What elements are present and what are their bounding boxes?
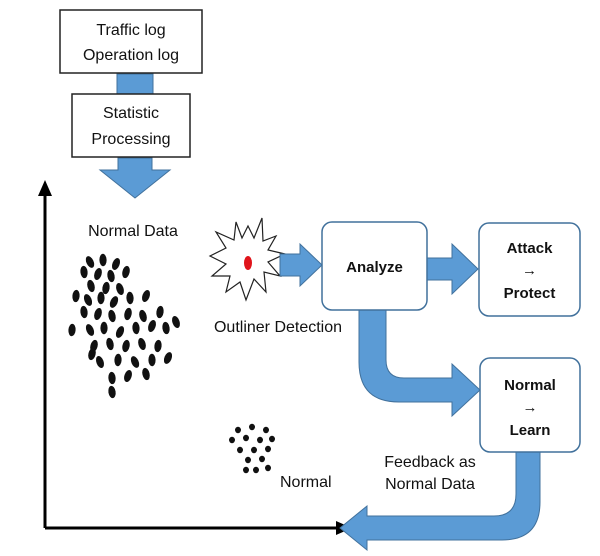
feedback-label-line1: Feedback as: [384, 454, 476, 471]
normal-data-label: Normal Data: [88, 223, 178, 240]
logs-box-line1: Traffic log: [96, 22, 165, 39]
normal-data-point: [80, 305, 88, 319]
legend-normal-point: [265, 445, 271, 453]
normal-data-point: [148, 353, 156, 367]
normal-data-point: [122, 265, 130, 279]
normal-data-point: [87, 279, 95, 293]
statistic-box-line2: Processing: [91, 131, 170, 148]
normal-data-point: [106, 337, 114, 351]
normal-data-point: [100, 321, 108, 335]
normal-data-point: [124, 307, 132, 321]
legend-normal-point: [229, 436, 235, 444]
legend-normal-point: [245, 456, 251, 464]
outlier-detection-label: Outliner Detection: [214, 319, 342, 336]
legend-normal-point: [259, 455, 265, 463]
outlier-dot: [244, 256, 252, 270]
normal-data-point: [83, 294, 93, 306]
flow-arrow-analyze-to-attack: [426, 242, 479, 296]
normal-data-point: [132, 321, 140, 335]
normal-data-point: [122, 339, 130, 353]
logs-box: Traffic log Operation log: [59, 9, 203, 74]
feedback-label-line2: Normal Data: [385, 476, 475, 493]
normal-data-point: [80, 265, 88, 279]
normal-data-point: [139, 309, 147, 323]
normal-data-point: [68, 323, 76, 337]
legend-normal-label: Normal: [280, 474, 332, 491]
legend-normal-point: [235, 426, 241, 434]
normal-data-point: [142, 367, 150, 381]
normal-data-point: [124, 369, 132, 383]
normal-data-point: [126, 291, 134, 305]
attack-box: Attack → Protect: [478, 222, 581, 317]
normal-data-point: [116, 282, 124, 296]
normal-data-point: [114, 353, 122, 367]
normal-data-point: [108, 385, 116, 399]
legend-normal-point: [243, 434, 249, 442]
normal-data-point: [111, 258, 121, 270]
normal-data-point: [85, 256, 95, 268]
normal-data-point: [108, 309, 116, 323]
normal-data-cluster: [68, 253, 180, 399]
analyze-box-label: Analyze: [346, 259, 403, 276]
normal-data-point: [172, 316, 180, 328]
attack-box-arrow: →: [522, 262, 537, 279]
normal-data-point: [138, 337, 146, 351]
flow-arrow-analyze-to-normal: [358, 309, 481, 418]
normal-box-line2: Learn: [510, 422, 551, 439]
attack-box-line1: Attack: [507, 240, 554, 257]
normal-data-point: [142, 290, 150, 302]
y-axis-arrowhead: [38, 180, 52, 196]
normal-data-point: [85, 324, 95, 336]
normal-data-point: [72, 289, 80, 303]
normal-data-point: [107, 269, 115, 283]
legend-normal-point: [243, 466, 249, 474]
normal-box-line1: Normal: [504, 377, 556, 394]
normal-data-point: [88, 347, 96, 361]
legend-normal-point: [253, 466, 259, 474]
normal-data-point: [108, 371, 116, 385]
analyze-box: Analyze: [321, 221, 428, 311]
normal-data-point: [148, 320, 156, 332]
normal-data-point: [162, 321, 170, 335]
normal-data-point: [163, 352, 173, 364]
legend-normal-point: [265, 464, 271, 472]
normal-data-point: [97, 291, 105, 305]
legend-normal-point: [249, 423, 255, 431]
statistic-box: Statistic Processing: [71, 93, 191, 158]
legend-normal-point: [263, 426, 269, 434]
flow-arrow-outlier-to-analyze: [279, 242, 323, 288]
normal-box: Normal → Learn: [479, 357, 581, 453]
normal-box-arrow: →: [523, 399, 538, 416]
normal-data-point: [154, 339, 162, 353]
normal-data-point: [96, 356, 104, 368]
normal-data-point: [115, 326, 125, 338]
flow-arrow-feedback: [339, 449, 541, 552]
normal-data-point: [109, 296, 119, 308]
attack-box-line2: Protect: [504, 285, 556, 302]
normal-data-point: [102, 281, 110, 295]
normal-data-point: [156, 305, 164, 319]
normal-data-point: [130, 356, 140, 368]
statistic-box-line1: Statistic: [103, 105, 159, 122]
logs-box-line2: Operation log: [83, 47, 179, 64]
normal-data-point: [99, 253, 107, 267]
normal-data-point: [94, 307, 102, 321]
legend-normal-point: [251, 446, 257, 454]
legend-normal-point: [237, 446, 243, 454]
flow-arrow-logs-to-statistic: [116, 73, 154, 95]
legend-normal-point: [269, 435, 275, 443]
legend-normal-point: [257, 436, 263, 444]
flow-arrow-statistic-to-data: [98, 157, 172, 199]
normal-data-point: [94, 267, 102, 281]
legend-normal-cluster: [229, 423, 275, 474]
